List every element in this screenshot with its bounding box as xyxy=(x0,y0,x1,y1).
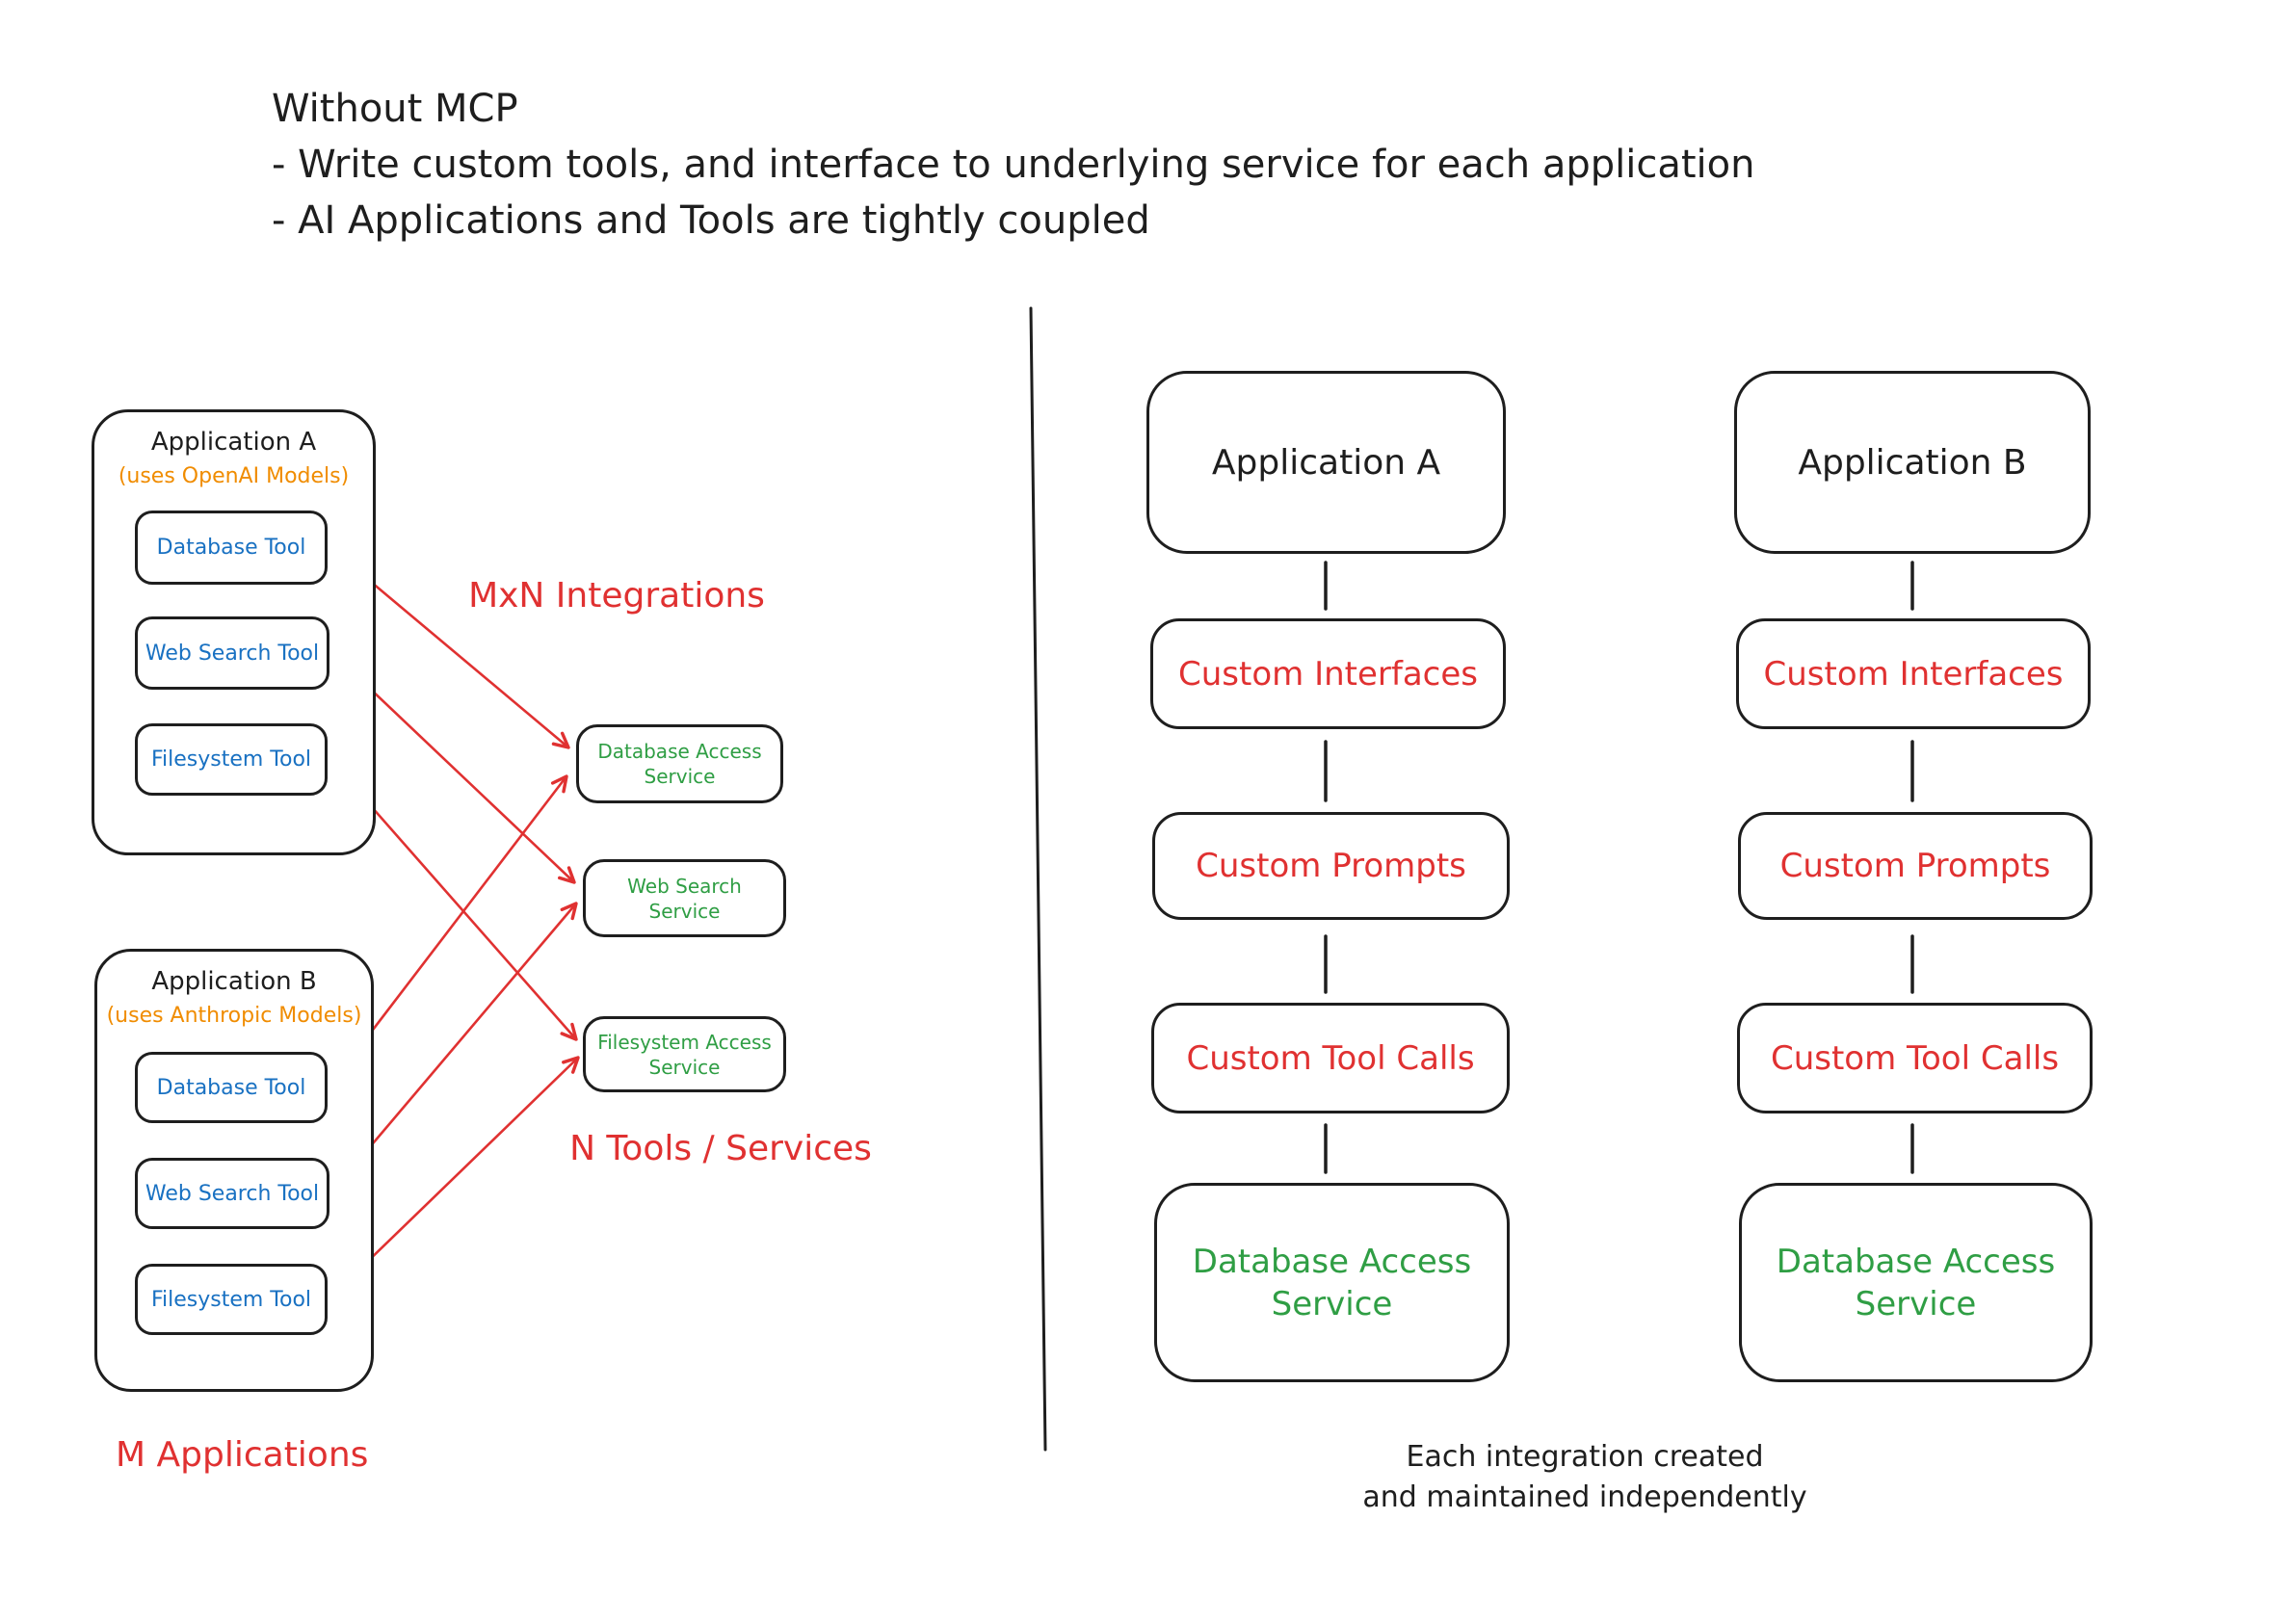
web-search-service-line1: Web Search xyxy=(627,874,742,898)
appA-database-tool-label: Database Tool xyxy=(156,536,306,560)
caption-line-2: and maintained independently xyxy=(1362,1480,1807,1514)
appA-filesystem-tool-label: Filesystem Tool xyxy=(150,747,312,772)
mxn-integrations-label: MxN Integrations xyxy=(468,576,765,616)
colA-custom-tool-calls-box: Custom Tool Calls xyxy=(1151,1003,1510,1113)
colB-custom-tool-calls-box: Custom Tool Calls xyxy=(1737,1003,2093,1113)
colB-application-box: Application B xyxy=(1734,371,2091,554)
appA-database-tool-box: Database Tool xyxy=(135,511,328,585)
web-search-service-line2: Service xyxy=(648,899,721,923)
colA-application-label: Application A xyxy=(1211,442,1441,483)
filesystem-access-service-line2: Service xyxy=(648,1055,721,1079)
appA-websearch-tool-label: Web Search Tool xyxy=(145,641,320,666)
appA-subtitle: (uses OpenAI Models) xyxy=(118,464,350,488)
appA-title: Application A xyxy=(150,428,317,457)
appA-filesystem-tool-box: Filesystem Tool xyxy=(135,723,328,796)
colA-db-access-service-box: Database Access Service xyxy=(1154,1183,1510,1382)
colB-custom-prompts-label: Custom Prompts xyxy=(1779,847,2051,885)
independent-integrations-caption: Each integration created and maintained … xyxy=(1296,1437,1874,1518)
filesystem-access-service-box: Filesystem Access Service xyxy=(583,1016,786,1092)
colB-custom-tool-calls-label: Custom Tool Calls xyxy=(1770,1038,2060,1078)
colB-application-label: Application B xyxy=(1798,442,2027,483)
colA-db-access-service-line2: Service xyxy=(1271,1284,1393,1323)
header-bullet-1: - Write custom tools, and interface to u… xyxy=(272,143,1755,187)
appB-title: Application B xyxy=(151,967,317,996)
header-notes: Without MCP - Write custom tools, and in… xyxy=(272,81,1755,249)
colB-custom-prompts-box: Custom Prompts xyxy=(1738,812,2093,920)
colB-db-access-service-line1: Database Access xyxy=(1776,1242,2056,1281)
colB-db-access-service-line2: Service xyxy=(1855,1284,1977,1323)
appB-websearch-tool-box: Web Search Tool xyxy=(135,1158,329,1229)
caption-line-1: Each integration created xyxy=(1406,1440,1764,1474)
colB-db-access-service-box: Database Access Service xyxy=(1739,1183,2093,1382)
db-access-service-box: Database Access Service xyxy=(576,724,783,803)
appB-websearch-tool-label: Web Search Tool xyxy=(145,1181,320,1206)
web-search-service-box: Web Search Service xyxy=(583,859,786,937)
filesystem-access-service-line1: Filesystem Access xyxy=(597,1030,772,1054)
appA-websearch-tool-box: Web Search Tool xyxy=(135,616,329,690)
colA-custom-prompts-box: Custom Prompts xyxy=(1152,812,1510,920)
n-tools-services-label: N Tools / Services xyxy=(569,1129,872,1168)
colA-custom-interfaces-box: Custom Interfaces xyxy=(1150,618,1506,729)
appB-subtitle: (uses Anthropic Models) xyxy=(106,1004,362,1028)
colA-custom-tool-calls-label: Custom Tool Calls xyxy=(1186,1038,1475,1078)
appB-filesystem-tool-label: Filesystem Tool xyxy=(150,1287,312,1312)
colA-db-access-service-line1: Database Access xyxy=(1192,1242,1472,1281)
db-access-service-line2: Service xyxy=(644,765,716,788)
colA-custom-prompts-label: Custom Prompts xyxy=(1196,847,1466,885)
colB-custom-interfaces-label: Custom Interfaces xyxy=(1763,654,2064,694)
m-applications-label: M Applications xyxy=(116,1435,369,1475)
section-divider-line xyxy=(1029,306,1047,1452)
db-access-service-line1: Database Access xyxy=(597,740,762,763)
colA-application-box: Application A xyxy=(1146,371,1506,554)
colB-custom-interfaces-box: Custom Interfaces xyxy=(1736,618,2091,729)
header-title: Without MCP xyxy=(272,87,518,131)
header-bullet-2: - AI Applications and Tools are tightly … xyxy=(272,198,1150,243)
appB-filesystem-tool-box: Filesystem Tool xyxy=(135,1264,328,1335)
appB-database-tool-label: Database Tool xyxy=(156,1075,306,1100)
appB-database-tool-box: Database Tool xyxy=(135,1052,328,1123)
colA-custom-interfaces-label: Custom Interfaces xyxy=(1178,654,1478,694)
